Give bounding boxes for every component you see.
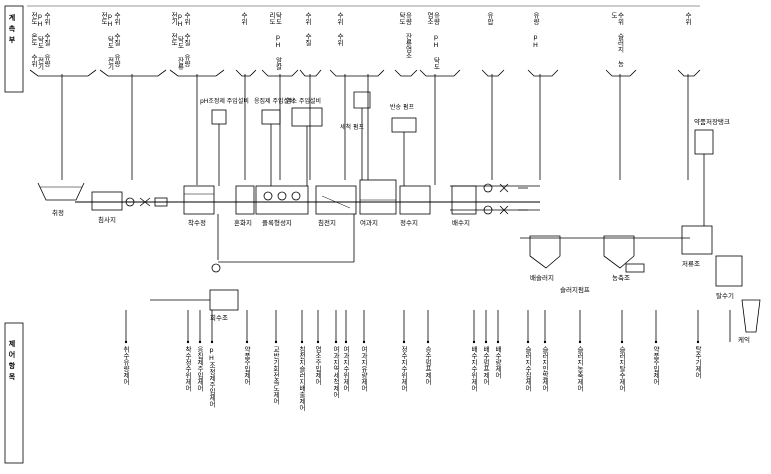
clear-well-label: 정수지	[400, 219, 418, 227]
sed-basin	[315, 185, 357, 215]
clear-well	[399, 185, 431, 215]
control-item-22: 탈수기제어	[693, 346, 702, 379]
measure-group-6: 수위 수질	[303, 12, 312, 46]
control-item-19: 슬러지농축제어	[575, 346, 584, 392]
control-item-7: 침전지슬러지배출제어	[297, 346, 306, 411]
control-section-title: 제어항목	[8, 340, 16, 384]
measure-group-10: 유압	[485, 12, 494, 25]
backwash-tank	[353, 91, 371, 109]
intake-well-label: 취정	[52, 209, 64, 217]
measurement-section-box	[4, 5, 24, 93]
control-item-8: 염소주입제어	[313, 346, 322, 385]
distribution-label: 배수지	[452, 219, 470, 227]
ph-adjust-unit	[211, 109, 227, 125]
control-item-3: 응집제주입제어	[195, 346, 204, 392]
floc-basin-label: 플록형성지	[262, 219, 292, 227]
control-item-4: pH조정제주입제어	[207, 346, 216, 408]
control-item-2: 착수정수위제어	[183, 346, 192, 392]
measure-group-9: 유량 pH 탁도 염소	[425, 12, 441, 70]
chlor-label: 염소 주입설비	[286, 98, 322, 105]
thickener-2	[603, 235, 635, 269]
control-item-13: 송수펌프제어	[423, 346, 432, 385]
control-item-16: 배수량제어	[493, 346, 502, 379]
control-item-9: 여과지역세척제어	[331, 346, 340, 398]
sed-basin-label: 침전지	[318, 219, 336, 227]
storage-label: 저류조	[682, 260, 700, 268]
recovery-basin	[209, 289, 239, 311]
distribution-reservoir	[451, 185, 477, 215]
cake-label: 케익	[738, 336, 750, 344]
control-item-18: 슬러지인발제어	[540, 346, 549, 392]
control-item-10: 여과지수위제어	[341, 346, 350, 392]
mixing-basin	[235, 185, 255, 215]
grit-chamber	[91, 191, 123, 211]
measure-group-11: 유량 pH	[531, 12, 540, 49]
measure-group-13: 수위	[683, 12, 692, 25]
recovery-label: 회수조	[210, 314, 228, 322]
measurement-drop-lines	[61, 74, 689, 185]
chlor-unit	[291, 107, 323, 127]
receiving-well-label: 착수정	[188, 219, 206, 227]
backwash-label: 세척 펌프	[340, 124, 364, 131]
control-section-box	[4, 322, 24, 464]
control-item-21: 약품주입제어	[651, 346, 660, 385]
chem-tank-label: 약품저장탱크	[694, 118, 730, 126]
chem-storage-tank	[694, 129, 714, 155]
cake-bin	[741, 299, 761, 333]
measure-group-8: 유량 잔류염소 탁도	[397, 12, 413, 59]
control-item-15: 배수펌프제어	[481, 346, 490, 385]
return-pump-label: 반송 펌프	[390, 104, 414, 111]
measure-group-5: 탁도 pH 알칼리도	[267, 12, 283, 70]
measure-group-1: 수위 수질 유량 pH 탁도 전기 전도 온도 수위	[29, 12, 51, 70]
measure-group-2: 수위 수질 유량 pH 탁도 전기 전도	[99, 12, 121, 70]
coag-unit	[261, 109, 281, 125]
floc-basin	[255, 185, 309, 215]
measure-group-4: 수위	[239, 12, 248, 25]
control-drop-lines	[125, 310, 731, 342]
concentrator-label: 농축조	[612, 274, 630, 282]
ph-adjust-label: pH조정제 주입설비	[200, 98, 249, 105]
grit-chamber-label: 침사지	[98, 216, 116, 224]
dehydrator-label: 탈수기	[716, 292, 734, 300]
control-item-17: 슬러지수집제어	[523, 346, 532, 392]
measure-group-12: 수위 슬러지 농도	[609, 12, 625, 67]
filter-label: 여과지	[360, 219, 378, 227]
coag-label: 응집제 주입설비	[254, 98, 295, 105]
control-item-11: 여과지유량제어	[359, 346, 368, 392]
control-item-1: 취수유량제어	[121, 346, 130, 385]
control-item-14: 배수지수위제어	[469, 346, 478, 392]
intake-well	[37, 182, 85, 201]
sludge-pump-label: 슬러지펌프	[560, 286, 590, 294]
mixing-basin-label: 혼화지	[234, 219, 252, 227]
control-item-20: 슬러지탈수제어	[617, 346, 626, 392]
storage-tank	[681, 225, 713, 255]
measurement-brackets	[29, 69, 701, 77]
measure-group-7: 수위 수위	[335, 12, 344, 46]
measure-group-3: 수위 수질 유량 pH 탁도 잔류 전기 전도	[169, 12, 191, 70]
measurement-section-title: 계측부	[8, 14, 16, 47]
dehydrator	[715, 255, 743, 287]
control-item-12: 정수지수위제어	[399, 346, 408, 392]
filter-basin	[359, 179, 397, 215]
control-item-6: 교반기회전속도제어	[271, 346, 280, 405]
control-item-5: 약품주입제어	[242, 346, 251, 385]
thickener-1	[529, 235, 561, 269]
thickener-label: 배슬러지	[530, 274, 554, 282]
receiving-well	[183, 185, 215, 215]
